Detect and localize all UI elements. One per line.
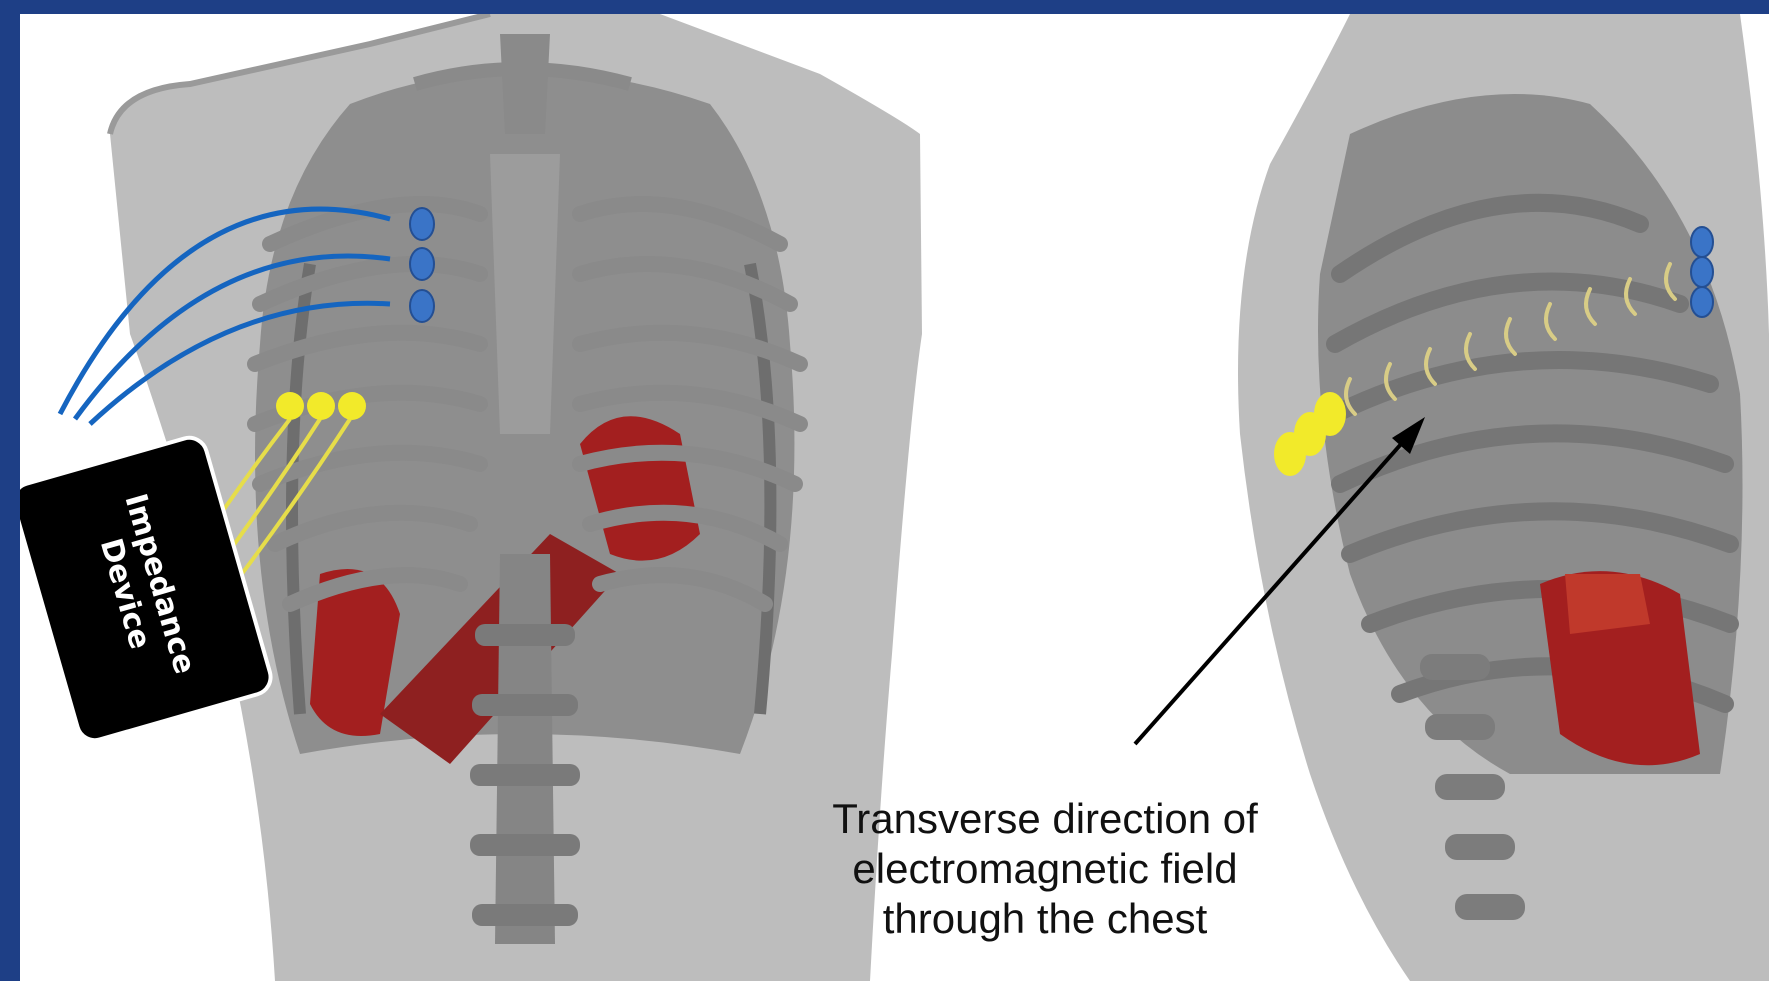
front-view-yellow-electrodes bbox=[276, 392, 366, 420]
side-view-blue-electrodes bbox=[1691, 227, 1713, 317]
field-direction-caption: Transverse direction of electromagnetic … bbox=[810, 794, 1280, 944]
slide-canvas: Impedance Device Transverse direction of… bbox=[20, 14, 1769, 981]
front-view-blue-electrodes bbox=[410, 208, 434, 322]
caption-line-1: Transverse direction of bbox=[810, 794, 1280, 844]
side-view-organs bbox=[1540, 571, 1700, 765]
caption-line-2: electromagnetic field bbox=[810, 844, 1280, 894]
caption-line-3: through the chest bbox=[810, 894, 1280, 944]
